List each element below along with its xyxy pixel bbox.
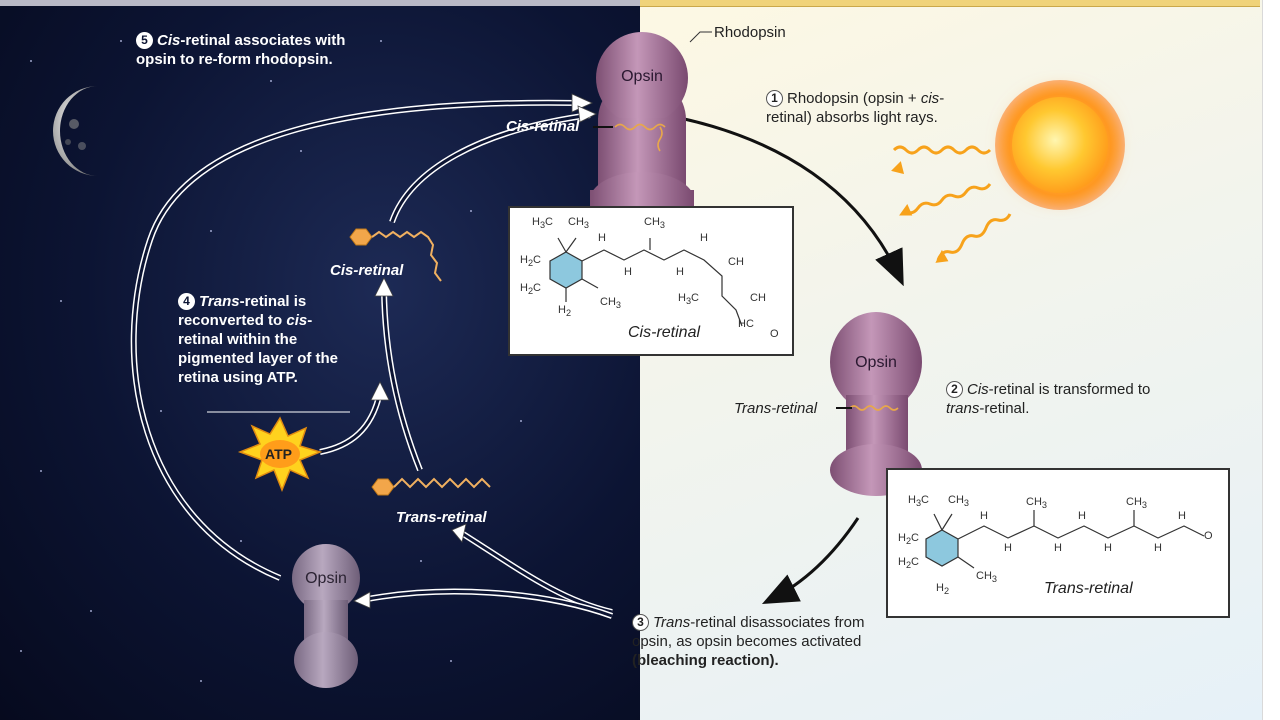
trans-retinal-label-opsin: Trans-retinal [734,400,818,417]
sun-icon [1012,97,1108,193]
trans-retinal-chain [371,477,491,496]
step-3-number: 3 [632,614,649,631]
step-2-number: 2 [946,381,963,398]
moon-icon [53,86,98,176]
cis-retinal-structure [549,237,743,327]
cis-box-caption: Cis-retinal [628,324,701,341]
cycle-arrows [130,93,614,619]
atp-label: ATP [265,446,292,462]
trans-retinal-label-dark: Trans-retinal [396,509,487,526]
step-4-number: 4 [178,293,195,310]
step-1-number: 1 [766,90,783,107]
trans-retinal-structure [925,510,1205,569]
arrow-to-bleach [761,517,860,605]
trans-box-caption: Trans-retinal [1044,580,1133,597]
opsin-label-bottom: Opsin [305,570,347,587]
cis-retinal-label-dark: Cis-retinal [330,262,404,279]
step-5-number: 5 [136,32,153,49]
opsin-label-top: Opsin [621,68,663,85]
light-ray-icon [891,145,1012,263]
opsin-released [292,544,360,688]
atp-burst-icon [237,416,323,493]
rhodopsin-molecule [590,31,712,228]
rhodopsin-label: Rhodopsin [714,24,786,41]
top-border [0,0,1280,7]
cis-retinal-chain [349,228,442,282]
cis-retinal-structure-box: H3C CH3 CH3 H H H2C H H CH H2C CH3 H3C C… [508,206,794,356]
opsin-label-middle: Opsin [855,354,897,371]
page-edge [1262,0,1280,720]
cis-retinal-label-rhodopsin: Cis-retinal [506,118,580,135]
trans-retinal-structure-box: H3C CH3 CH3 CH3 H H H H2C H H H H O H2C … [886,468,1230,618]
arrow-to-trans [679,116,904,287]
